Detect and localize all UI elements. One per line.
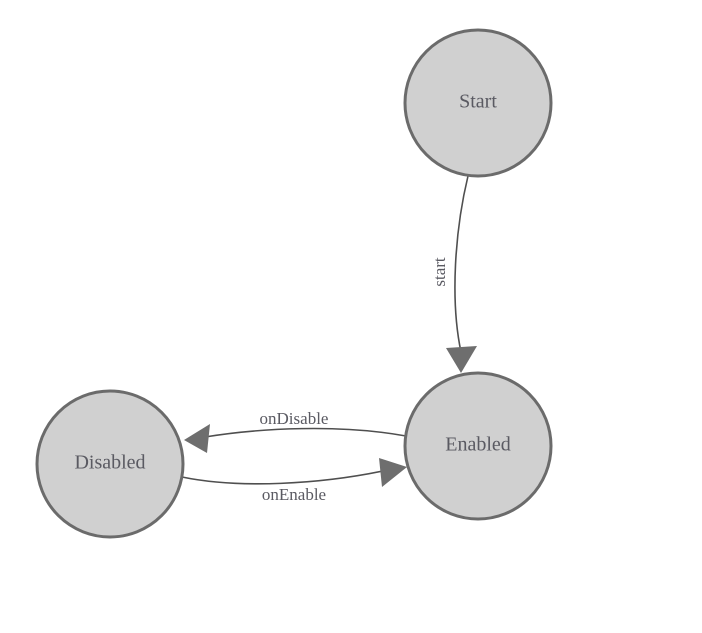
arrow-head-enabled-to-disabled: [184, 424, 210, 453]
edge-label-on-enable: onEnable: [262, 485, 326, 504]
node-disabled[interactable]: Disabled: [35, 389, 185, 539]
node-disabled-label: Disabled: [74, 452, 145, 474]
edge-label-start: start: [430, 257, 449, 287]
arrow-head-start-to-enabled: [446, 346, 477, 373]
node-start-circle[interactable]: [403, 28, 553, 178]
edge-path-start-to-enabled: [454, 175, 469, 353]
node-start-label: Start: [459, 91, 497, 113]
node-start[interactable]: Start: [403, 28, 553, 178]
edge-enabled-to-disabled[interactable]: onDisable: [184, 409, 407, 453]
node-enabled[interactable]: Enabled: [403, 371, 553, 521]
edge-path-enabled-to-disabled: [204, 427, 407, 438]
node-disabled-circle[interactable]: [35, 389, 185, 539]
node-enabled-label: Enabled: [445, 434, 511, 456]
arrow-head-disabled-to-enabled: [379, 458, 407, 487]
edge-path-disabled-to-enabled: [181, 470, 384, 485]
node-enabled-circle[interactable]: [403, 371, 553, 521]
edge-start-to-enabled[interactable]: start: [430, 175, 477, 373]
edge-disabled-to-enabled[interactable]: onEnable: [181, 458, 407, 504]
edge-label-on-disable: onDisable: [260, 409, 329, 428]
